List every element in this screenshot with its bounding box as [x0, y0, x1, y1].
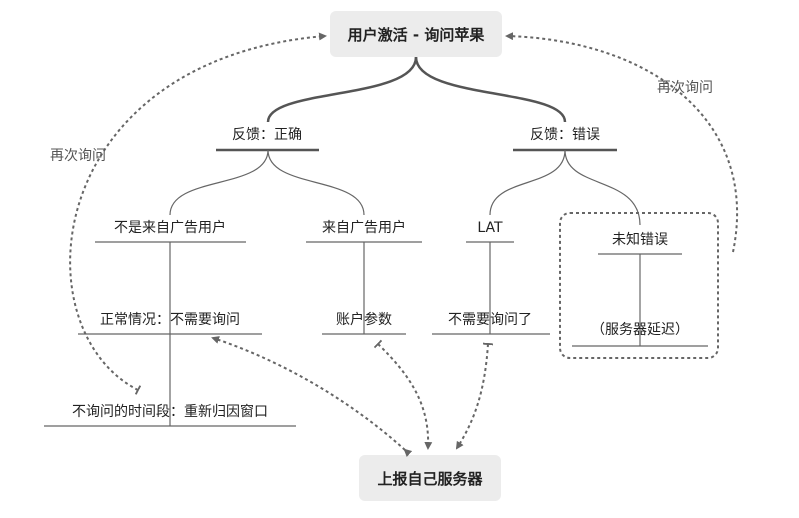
ad-user-label: 来自广告用户	[322, 219, 406, 236]
relation-account-to-report	[373, 339, 433, 450]
feedback-correct-label: 反馈：正确	[232, 127, 302, 143]
report-server-box[interactable]	[359, 455, 501, 501]
relation-report-to-normal	[211, 336, 413, 457]
report-server-label: 上报自己服务器	[377, 470, 483, 488]
relation-unknown-to-root	[505, 32, 739, 253]
ask-again-left-label: 再次询问	[50, 148, 106, 164]
relation-period-to-root	[69, 32, 327, 395]
root-node-label: 用户激活 - 询问苹果	[348, 26, 486, 44]
unknown-error-label: 未知错误	[612, 231, 668, 248]
lat-label: LAT	[477, 220, 503, 236]
server-delay-label: （服务器延迟）	[591, 322, 689, 338]
no-need-ask-label: 不需要询问了	[448, 312, 532, 328]
connector-root-to-error	[414, 56, 567, 123]
no-ask-period-label: 不询问的时间段：重新归因窗口	[72, 403, 268, 420]
root-node-box[interactable]	[330, 11, 502, 57]
normal-case-label: 正常情况：不需要询问	[100, 312, 240, 328]
unknown-error-dashed-box	[559, 212, 719, 359]
connector-correct-to-not-ad	[169, 149, 269, 216]
connector-error-to-unknown	[564, 149, 641, 226]
connector-error-to-lat	[489, 149, 566, 216]
feedback-error-label: 反馈：错误	[530, 127, 600, 143]
account-params-label: 账户参数	[336, 311, 392, 328]
not-ad-user-label: 不是来自广告用户	[114, 219, 226, 236]
connector-correct-to-ad	[267, 149, 365, 216]
connector-root-to-correct	[266, 56, 418, 123]
ask-again-right-label: 再次询问	[657, 80, 713, 96]
relation-noneed-to-report	[455, 342, 494, 450]
